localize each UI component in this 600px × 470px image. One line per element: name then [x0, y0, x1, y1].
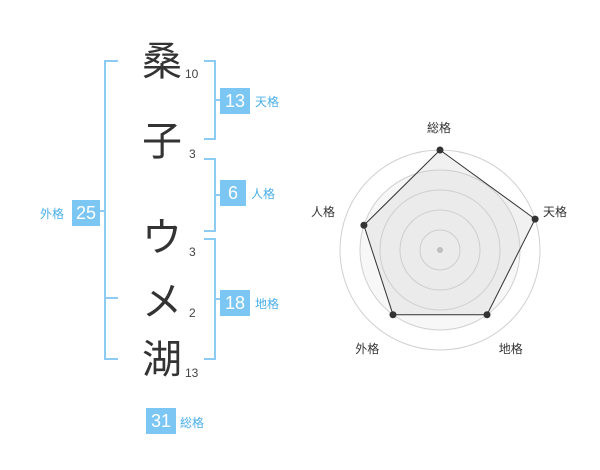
jinkaku-bracket: [204, 158, 216, 232]
name-char-5: 湖: [142, 337, 182, 383]
jinkaku-label: 人格: [251, 187, 276, 201]
tenkaku-bracket-tick: [216, 99, 220, 101]
radar-axis-label-5: 人格: [310, 205, 335, 220]
gaikaku-bracket-tick: [98, 210, 104, 212]
jinkaku-badge: 6: [220, 180, 246, 206]
radar-point-1: [436, 146, 444, 154]
gaikaku-bracket-divider: [104, 297, 118, 299]
radar-point-3: [483, 311, 491, 319]
gaikaku-bracket: [104, 60, 118, 360]
radar-series-polygon: [363, 149, 536, 316]
stroke-count-5: 13: [185, 366, 199, 380]
radar-axis-label-2: 天格: [543, 205, 568, 220]
chikaku-badge: 18: [220, 290, 250, 316]
name-char-3: ウ: [142, 215, 182, 261]
name-char-1: 桑: [142, 39, 182, 85]
tenkaku-bracket: [204, 60, 216, 140]
name-char-2: 子: [142, 119, 182, 165]
gaikaku-label: 外格: [40, 207, 65, 221]
stroke-count-1: 10: [185, 67, 199, 81]
gaikaku-badge: 25: [72, 200, 100, 226]
stroke-count-3: 3: [189, 245, 196, 259]
soukaku-label: 総格: [180, 416, 205, 430]
tenkaku-badge: 13: [220, 88, 250, 114]
chikaku-label: 地格: [255, 297, 280, 311]
radar-axis-label-3: 地格: [498, 341, 523, 356]
radar-point-4: [389, 311, 397, 319]
radar-point-5: [360, 221, 368, 229]
soukaku-badge: 31: [146, 408, 176, 434]
chikaku-bracket-tick: [216, 298, 220, 300]
stroke-count-2: 3: [189, 147, 196, 161]
stroke-count-4: 2: [189, 306, 196, 320]
chikaku-bracket: [204, 238, 216, 360]
radar-axis-label-1: 総格: [427, 121, 452, 135]
name-char-4: メ: [142, 279, 182, 325]
jinkaku-bracket-tick: [216, 194, 220, 196]
radar-point-2: [531, 215, 539, 223]
radar-center-dot: [437, 247, 443, 253]
radar-axis-label-4: 外格: [355, 341, 380, 356]
tenkaku-label: 天格: [255, 95, 280, 109]
